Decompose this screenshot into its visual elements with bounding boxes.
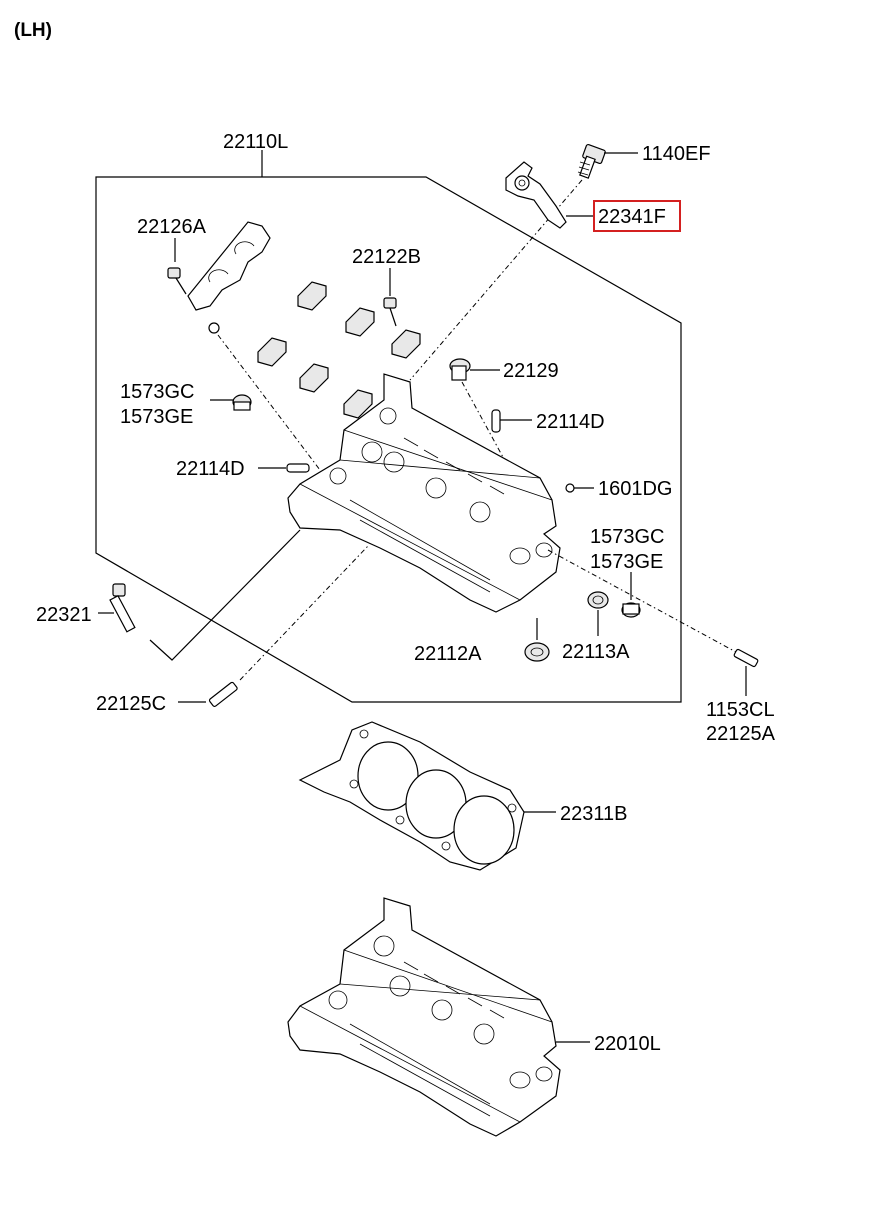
- label-22125A[interactable]: 22125A: [706, 723, 776, 745]
- dowel-22126A: [208, 322, 220, 334]
- stud-22125A[interactable]: [733, 648, 759, 668]
- head-gasket-22311B[interactable]: [298, 721, 525, 871]
- assembly-boundary: [95, 176, 682, 703]
- dashline-22129: [461, 381, 511, 471]
- label-22126A[interactable]: 22126A: [137, 216, 207, 238]
- bracket-22341F[interactable]: [505, 161, 567, 229]
- label-22114D-right[interactable]: 22114D: [536, 411, 605, 433]
- dashline-22126A: [217, 334, 321, 471]
- label-1140EF[interactable]: 1140EF: [642, 143, 711, 165]
- label-1153CL[interactable]: 1153CL: [706, 699, 775, 721]
- bolt-22122B[interactable]: [383, 297, 397, 327]
- cylinder-head-lower-22010L[interactable]: [287, 897, 561, 1137]
- label-22122B[interactable]: 22122B: [352, 246, 421, 268]
- label-1601DG[interactable]: 1601DG: [598, 478, 673, 500]
- bolt-22321[interactable]: [109, 583, 136, 633]
- dashline-22125C: [239, 545, 369, 681]
- plug-22129[interactable]: [449, 358, 471, 381]
- label-22110L[interactable]: 22110L: [223, 131, 288, 153]
- label-22125C[interactable]: 22125C: [96, 693, 166, 715]
- highlight-box-22341F: [593, 200, 681, 232]
- label-22341F[interactable]: 22341F: [598, 206, 666, 228]
- seal-22113A[interactable]: [587, 591, 609, 609]
- dowel-22114D-right[interactable]: [491, 409, 501, 433]
- label-1573GC-right[interactable]: 1573GC: [590, 526, 665, 548]
- label-22114D-left[interactable]: 22114D: [176, 458, 245, 480]
- label-1573GC-left[interactable]: 1573GC: [120, 381, 195, 403]
- label-22113A[interactable]: 22113A: [562, 641, 630, 663]
- label-22311B[interactable]: 22311B: [560, 803, 627, 825]
- label-22321[interactable]: 22321: [36, 604, 92, 626]
- seal-22112A[interactable]: [524, 642, 550, 662]
- side-indicator: (LH): [14, 20, 52, 41]
- plug-1573-right[interactable]: [621, 602, 641, 618]
- label-22112A[interactable]: 22112A: [414, 643, 482, 665]
- stud-22125C[interactable]: [208, 681, 238, 708]
- bolt-1140EF[interactable]: [577, 143, 606, 179]
- cylinder-head-upper[interactable]: [287, 373, 561, 613]
- dowel-22114D-left[interactable]: [286, 463, 310, 473]
- plug-1601DG[interactable]: [565, 483, 575, 493]
- label-22010L[interactable]: 22010L: [594, 1033, 661, 1055]
- plug-1573-left[interactable]: [232, 394, 252, 411]
- cam-cap-row: [257, 281, 421, 419]
- dashline-22125A: [547, 549, 737, 653]
- label-1573GE-right[interactable]: 1573GE: [590, 551, 663, 573]
- label-22129[interactable]: 22129: [503, 360, 559, 382]
- group-line-22321: [149, 529, 301, 661]
- label-1573GE-left[interactable]: 1573GE: [120, 406, 193, 428]
- cam-cap-22126A[interactable]: [167, 221, 271, 311]
